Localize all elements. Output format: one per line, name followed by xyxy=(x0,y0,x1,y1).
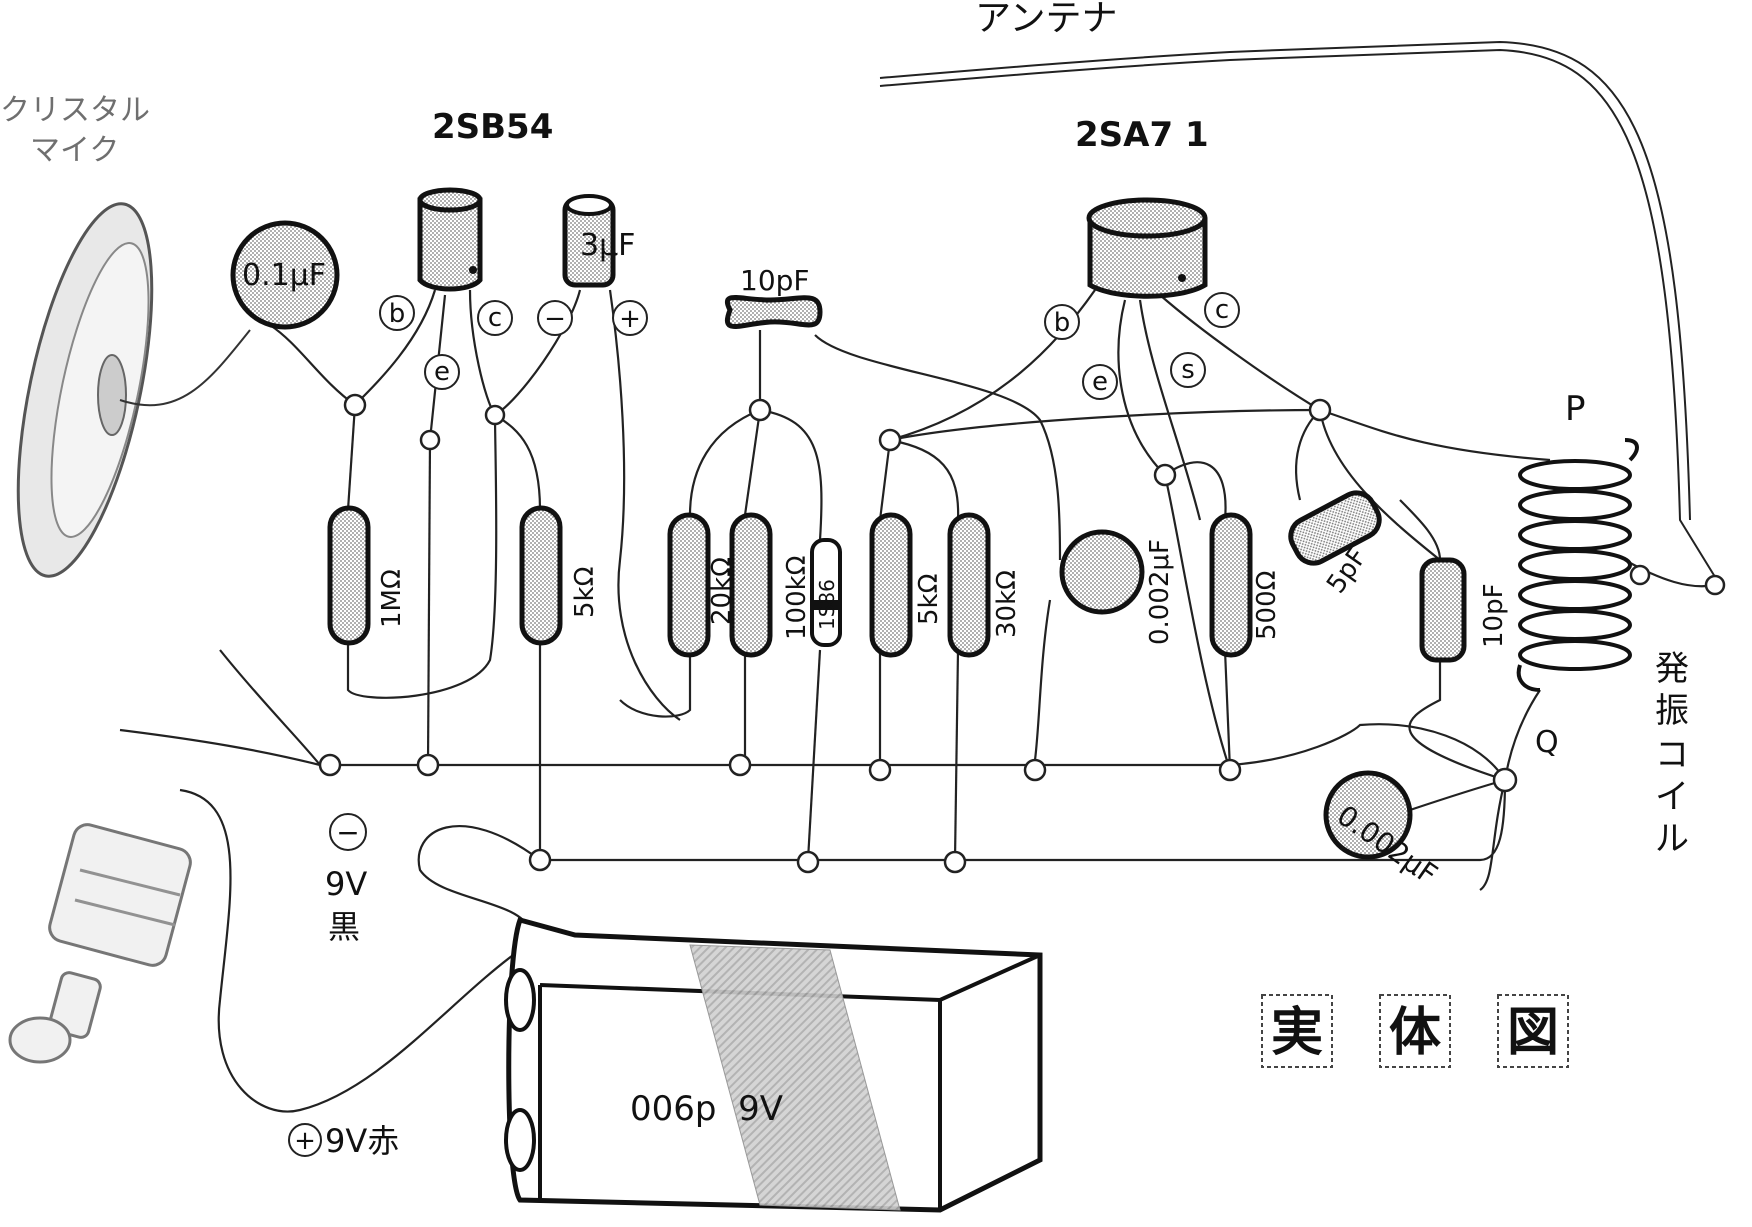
resistor-100k xyxy=(729,512,773,658)
resistor-1m xyxy=(327,505,371,646)
resistor-5k-a-label: 5kΩ xyxy=(570,567,600,618)
resistor-20k-label: 20kΩ xyxy=(707,557,737,625)
switch-component xyxy=(8,823,192,1064)
capacitor-5pf xyxy=(1288,490,1382,566)
oscillator-coil xyxy=(1516,438,1639,692)
capacitor-10pf-right xyxy=(1419,557,1467,663)
pin-markers xyxy=(379,292,1240,400)
transistor-2sa71-label: 2SA7 1 xyxy=(1075,115,1209,155)
pin-c-2sa71: c xyxy=(1215,295,1229,325)
resistor-100k-label: 100kΩ xyxy=(782,555,812,640)
crystal-microphone xyxy=(16,202,251,578)
antenna-wire xyxy=(879,40,1721,586)
capacitor-0-002uf-b xyxy=(1323,770,1413,860)
pin-e-2sa71: e xyxy=(1092,367,1108,397)
svg-text:イ: イ xyxy=(1655,777,1689,817)
resistor-5k-b-label: 5kΩ xyxy=(914,574,944,625)
transistor-2sa71 xyxy=(1086,197,1208,299)
wires xyxy=(119,289,1716,1113)
title-char-2: 体 xyxy=(1389,1003,1441,1063)
diode-1s86 xyxy=(810,538,842,647)
resistor-5k-a xyxy=(519,505,563,646)
negative-9v-label: 9V xyxy=(325,865,367,903)
resistor-500-label: 500Ω xyxy=(1252,571,1282,641)
transistor-2sb54-label: 2SB54 xyxy=(432,107,553,147)
resistor-1m-label: 1MΩ xyxy=(377,569,407,628)
capacitor-0-1uf-label: 0.1μF xyxy=(242,258,326,293)
capacitor-3uf-label: 3μF xyxy=(580,228,635,263)
capacitor-0-002uf-a-label: 0.002μF xyxy=(1145,539,1175,645)
resistor-5k-b xyxy=(869,512,913,658)
battery-label: 006p 9V xyxy=(630,1089,783,1129)
coil-p-label: P xyxy=(1565,389,1586,429)
coil-q-label: Q xyxy=(1535,725,1559,760)
positive-terminal-symbol: + xyxy=(294,1126,316,1156)
pin-plus-3uf: + xyxy=(619,304,641,334)
transistor-2sb54 xyxy=(417,187,483,292)
pin-e-2sb54: e xyxy=(434,357,450,387)
diode-label: 1S86 xyxy=(815,579,839,630)
resistor-500 xyxy=(1209,512,1253,658)
resistor-30k-label: 30kΩ xyxy=(992,570,1022,638)
capacitor-0-1uf xyxy=(230,220,340,330)
capacitor-10pf-top xyxy=(724,295,823,329)
pin-b-2sb54: b xyxy=(389,299,406,329)
mic-label-line1: クリスタル xyxy=(0,93,150,128)
negative-black-label: 黒 xyxy=(328,908,360,946)
resistors xyxy=(327,505,1253,658)
resistor-30k xyxy=(947,512,991,658)
svg-text:コ: コ xyxy=(1655,735,1689,775)
negative-terminal-symbol: − xyxy=(336,816,359,849)
title-char-3: 図 xyxy=(1507,1003,1559,1063)
pin-c-2sb54: c xyxy=(488,303,502,333)
capacitor-10pf-right-label: 10pF xyxy=(1479,583,1509,648)
positive-terminal-marker xyxy=(288,1123,322,1157)
coil-name-label: 発 振 コ イ ル xyxy=(1655,649,1689,859)
pin-minus-3uf: − xyxy=(544,304,566,334)
mic-label-line2: マイク xyxy=(30,133,119,168)
capacitor-10pf-top-label: 10pF xyxy=(740,264,810,297)
capacitor-3uf xyxy=(562,194,616,288)
positive-9v-red-label: 9V赤 xyxy=(325,1122,399,1160)
title-box xyxy=(1261,994,1569,1068)
junction-nodes xyxy=(318,393,1726,874)
negative-terminal-marker xyxy=(329,813,367,851)
resistor-20k xyxy=(667,512,711,658)
title-char-1: 実 xyxy=(1271,1003,1323,1063)
svg-text:ル: ル xyxy=(1655,819,1689,859)
pin-s-2sa71: s xyxy=(1181,355,1195,385)
battery-006p xyxy=(504,916,1043,1213)
capacitor-0-002uf-a xyxy=(1059,529,1145,615)
svg-text:発: 発 xyxy=(1655,649,1689,689)
svg-text:振: 振 xyxy=(1655,691,1689,731)
pin-b-2sa71: b xyxy=(1054,308,1071,338)
antenna-label: アンテナ xyxy=(975,0,1118,39)
